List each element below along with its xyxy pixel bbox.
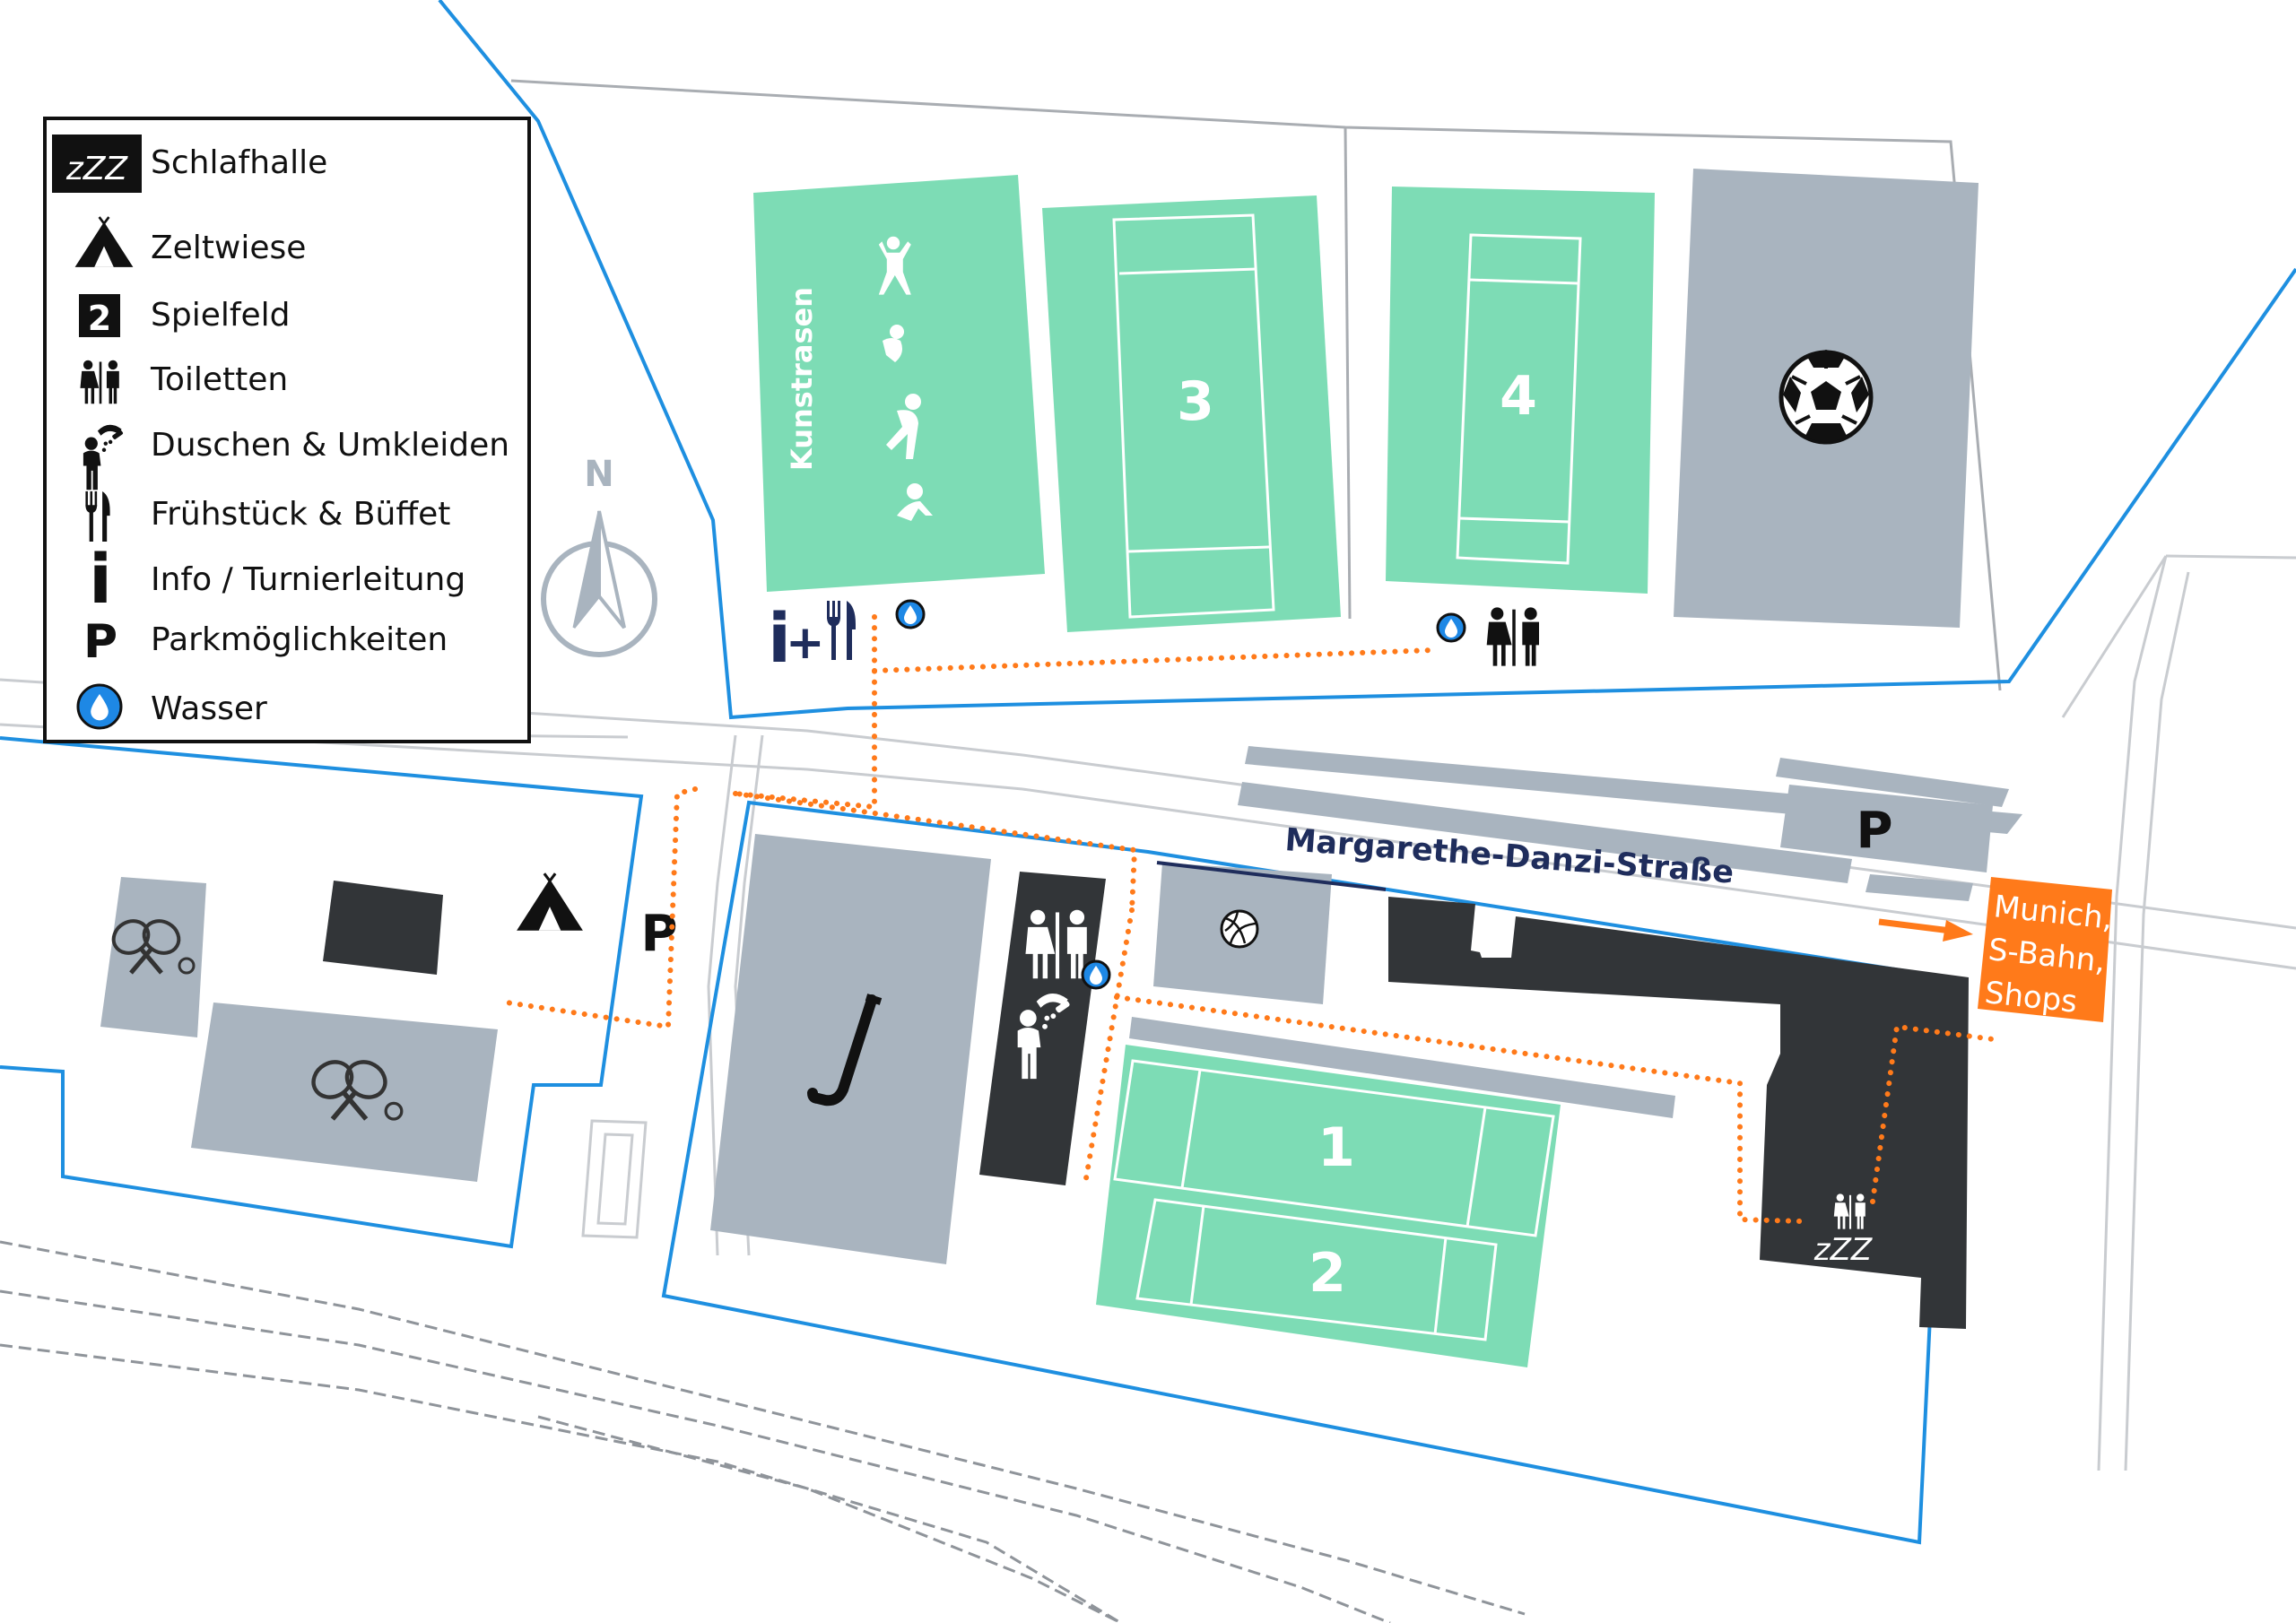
- plot-outlines: [510, 79, 2002, 691]
- parking-icon: P: [83, 615, 117, 669]
- north-compass: N: [541, 454, 657, 657]
- water-point-upper: [895, 599, 926, 629]
- water-icon: [76, 683, 123, 730]
- exercise-lunge-icon: [886, 394, 921, 459]
- railway-tracks: [0, 1240, 1526, 1623]
- street-underline: [1156, 861, 1387, 891]
- legend-label-toilet: Toiletten: [150, 361, 288, 398]
- left-area: P: [100, 872, 678, 1182]
- exercise-sit-icon: [897, 483, 933, 521]
- legend-label-shower: Duschen & Umkleiden: [151, 427, 509, 464]
- svg-text:2: 2: [88, 299, 111, 338]
- info-icon: i: [89, 539, 112, 619]
- walking-route: [504, 614, 2003, 1224]
- legend-label-info: Info / Turnierleitung: [151, 561, 465, 598]
- parking-right: P: [1856, 802, 1892, 860]
- info-plus: +: [786, 616, 825, 670]
- hockey-stick-icon: [807, 994, 883, 1107]
- legend-label-parking: Parkmöglichkeiten: [151, 621, 448, 658]
- street-strip-4: [1776, 758, 2009, 807]
- kunstrasen-label: Kunstrasen: [785, 287, 819, 471]
- field-1-label: 1: [1318, 1116, 1355, 1179]
- soccer-ball-icon: [1779, 350, 1874, 445]
- exercise-stretch-icon: [883, 325, 904, 362]
- cutlery-icon-map: [827, 601, 856, 660]
- building-left: [323, 881, 443, 975]
- route-arrow: [1878, 918, 1973, 942]
- legend-label-sleep: Schlafhalle: [151, 144, 327, 181]
- parking-area-right: [1780, 785, 1993, 872]
- info-glyph-map: i: [768, 598, 791, 678]
- field-3-label: 3: [1177, 370, 1214, 433]
- compass-north-label: N: [584, 454, 613, 495]
- field-4: [1386, 187, 1655, 594]
- gray-strip: [1129, 1017, 1675, 1118]
- legend: zZZ Schlafhalle Zeltwiese 2 Spielfeld To…: [43, 117, 531, 743]
- field-2-label: 2: [1309, 1242, 1346, 1305]
- street-strip-2: [1238, 782, 1852, 883]
- sleep-icon-glyph: zZZ: [65, 151, 129, 187]
- volleyball-icon: [1220, 909, 1259, 949]
- water-point-central: [1081, 959, 1111, 990]
- tent-area-icon: [515, 872, 585, 933]
- sleep-hall-label: zZZ: [1813, 1232, 1873, 1268]
- field-4-label: 4: [1500, 365, 1537, 428]
- main-building: [1388, 897, 1969, 1329]
- kunstrasen-field: [753, 175, 1045, 592]
- legend-label-cutlery: Frühstück & Büffet: [151, 496, 450, 533]
- fields-1-2: [1096, 1045, 1561, 1367]
- toilet-icon-fields: [1486, 607, 1539, 666]
- water-point-fields: [1436, 612, 1466, 643]
- street-strip-3: [1866, 874, 1973, 901]
- sleep-icon: [52, 135, 142, 193]
- info-station: i +: [768, 598, 856, 678]
- legend-label-field: Spielfeld: [151, 297, 291, 334]
- legend-label-tent: Zeltwiese: [151, 230, 306, 266]
- field-number-icon: 2: [79, 294, 120, 338]
- right-area: P zZZ: [1238, 746, 2022, 1329]
- legend-label-water: Wasser: [151, 690, 267, 727]
- exit-sign: Munich, S-Bahn, Shops: [1978, 877, 2114, 1022]
- central-area: 1 2: [710, 834, 1675, 1367]
- upper-sports-area: Kunstrasen 3 4: [753, 169, 1979, 632]
- tennis-court-small: [100, 877, 206, 1037]
